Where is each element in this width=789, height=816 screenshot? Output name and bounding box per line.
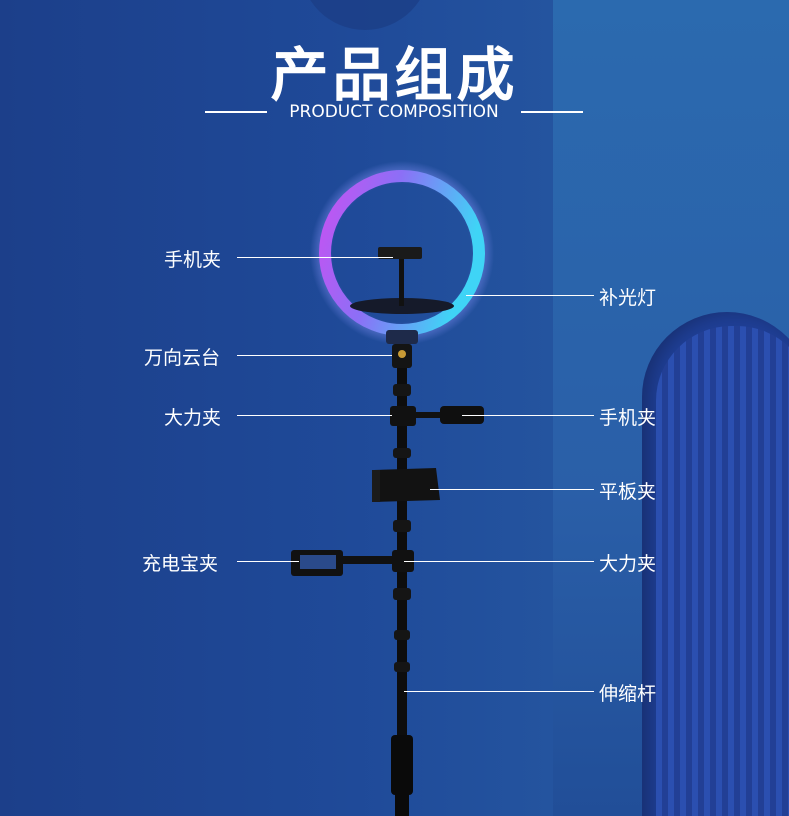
label-tablet-clip: 平板夹 [599, 481, 657, 503]
ring-inner-rod [399, 258, 404, 306]
pole-joint [393, 384, 411, 396]
clip-arm [416, 412, 442, 418]
leader-gimbal-head [237, 355, 392, 356]
label-fill-light: 补光灯 [599, 287, 657, 309]
leader-phone-clip-top [237, 257, 393, 258]
leader-phone-clip-right [462, 415, 594, 416]
subtitle-row: PRODUCT COMPOSITION [205, 100, 583, 124]
pole-joint [393, 588, 411, 600]
gimbal-screw [398, 350, 406, 358]
arch-stripes [656, 326, 789, 816]
label-strong-clamp-left: 大力夹 [164, 407, 222, 429]
ring-phone-clip [378, 247, 422, 259]
leader-strong-clamp-right [404, 561, 594, 562]
leader-telescopic-pole [404, 691, 594, 692]
subtitle-rule-right [521, 111, 583, 113]
background-arch [642, 312, 789, 816]
tablet-clip-edge [372, 470, 380, 502]
strong-clamp-lower [392, 550, 414, 572]
pole-joint [393, 520, 411, 532]
pole-grip [391, 735, 413, 795]
ring-hub [386, 330, 418, 344]
leader-fill-light [466, 295, 594, 296]
strong-clamp-upper [390, 406, 416, 426]
pole-base [395, 795, 409, 816]
label-power-bank-clip: 充电宝夹 [142, 553, 219, 575]
label-phone-clip-right: 手机夹 [599, 407, 657, 429]
page-subtitle: PRODUCT COMPOSITION [289, 102, 499, 122]
power-bank-arm [340, 556, 392, 564]
power-bank-clip-gap [300, 555, 336, 569]
pole-joint [394, 630, 410, 640]
pole-joint [393, 448, 411, 458]
pole-joint [394, 662, 410, 672]
label-phone-clip-top: 手机夹 [164, 249, 222, 271]
tablet-clip [374, 468, 440, 502]
label-gimbal-head: 万向云台 [144, 347, 221, 369]
label-telescopic-pole: 伸缩杆 [599, 683, 657, 705]
leader-power-bank-clip [237, 561, 299, 562]
subtitle-rule-left [205, 111, 267, 113]
page-title: 产品组成 [270, 41, 519, 109]
label-strong-clamp-right: 大力夹 [599, 553, 657, 575]
leader-tablet-clip [430, 489, 594, 490]
leader-strong-clamp-left [237, 415, 392, 416]
